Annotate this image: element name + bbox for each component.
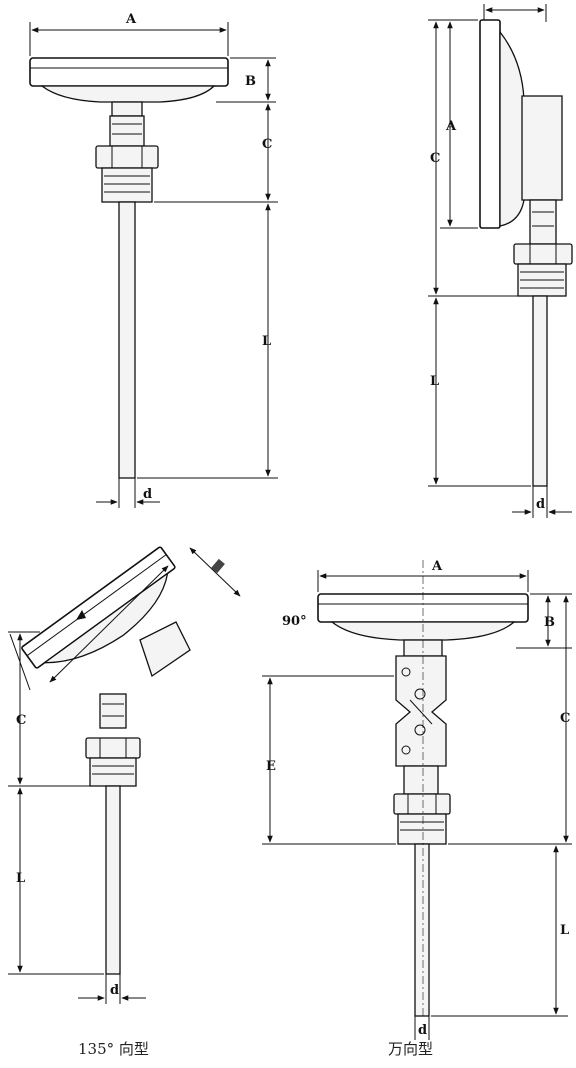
angle135-label-d: d bbox=[110, 983, 119, 998]
axial-view: A B C L d bbox=[29, 12, 278, 508]
caption-135-degree-type: 135° 向型 bbox=[78, 1040, 149, 1058]
universal-view: A 90° B C E L d bbox=[262, 559, 572, 1040]
caption-universal-type: 万向型 bbox=[388, 1040, 434, 1058]
radial-view: A C L d bbox=[428, 4, 573, 518]
axial-label-b: B bbox=[245, 74, 256, 89]
radial-label-d: d bbox=[536, 497, 545, 512]
angle135-view: C L d bbox=[8, 546, 241, 1004]
angle135-label-c: C bbox=[16, 713, 26, 728]
universal-label-d: d bbox=[418, 1023, 427, 1038]
universal-label-angle: 90° bbox=[282, 614, 307, 629]
universal-label-b: B bbox=[544, 615, 555, 630]
radial-label-l: L bbox=[430, 374, 439, 389]
universal-label-a: A bbox=[431, 559, 443, 574]
universal-label-c: C bbox=[560, 711, 570, 726]
axial-label-d: d bbox=[143, 487, 152, 502]
radial-label-a: A bbox=[445, 119, 457, 134]
axial-label-c: C bbox=[262, 137, 272, 152]
radial-label-c: C bbox=[430, 151, 440, 166]
axial-label-a: A bbox=[125, 12, 137, 27]
universal-label-e: E bbox=[266, 759, 276, 774]
universal-label-l: L bbox=[560, 923, 569, 938]
angle135-label-l: L bbox=[16, 871, 25, 886]
axial-label-l: L bbox=[262, 334, 271, 349]
